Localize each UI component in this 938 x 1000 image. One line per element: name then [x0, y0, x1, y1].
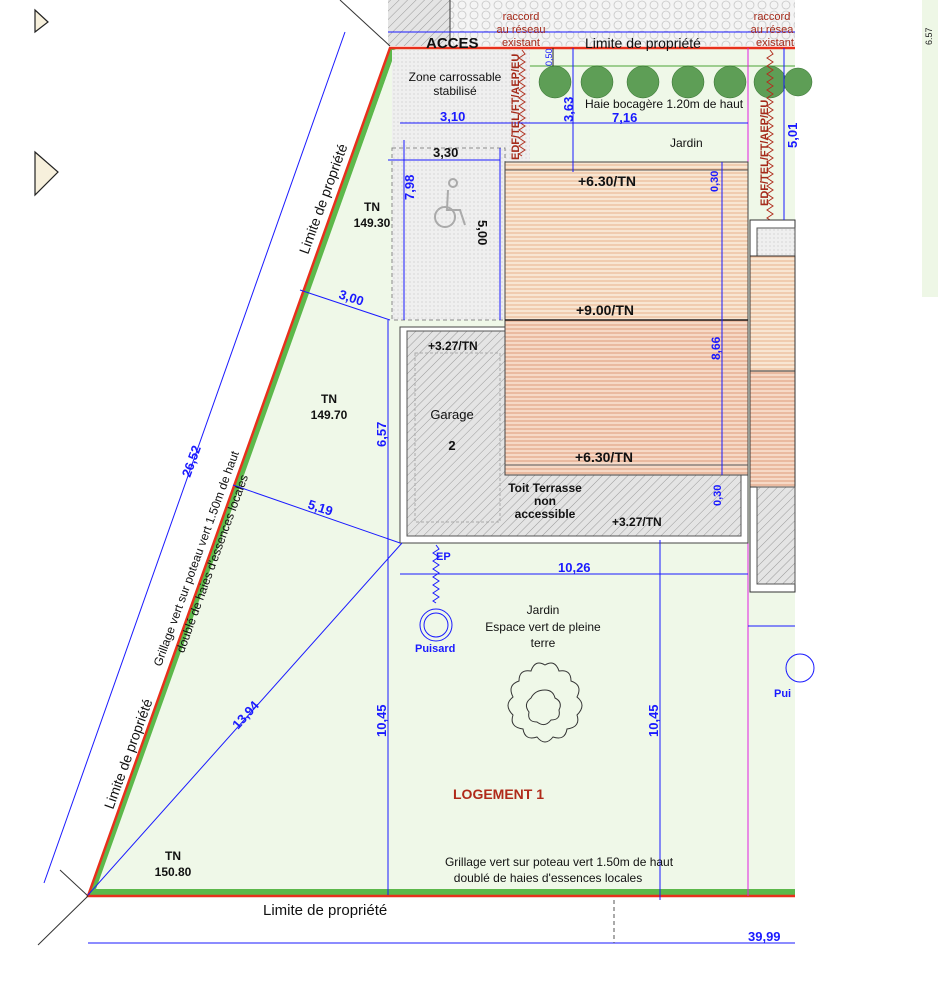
svg-text:150.80: 150.80: [155, 865, 192, 879]
svg-text:Toit Terrasse: Toit Terrasse: [508, 481, 582, 495]
wheelchair-icon: [434, 178, 466, 228]
garage: [414, 352, 501, 523]
svg-text:raccord: raccord: [754, 11, 791, 23]
puisard-icon: [419, 608, 453, 642]
svg-text:au réseau: au réseau: [497, 24, 546, 36]
svg-text:39,99: 39,99: [748, 929, 781, 944]
svg-text:Espace vert de pleine: Espace vert de pleine: [485, 620, 601, 634]
network-line: [518, 49, 526, 157]
tn-label: TN 149.30 TN 149.70 TN 150.80: [155, 200, 391, 879]
logement-label: LOGEMENT 1: [453, 786, 544, 802]
svg-text:5,19: 5,19: [306, 497, 335, 519]
svg-text:au résea: au résea: [751, 24, 795, 36]
svg-text:Zone carrossable: Zone carrossable: [409, 70, 502, 84]
page-chevron-icon[interactable]: [34, 8, 49, 34]
svg-text:Grillage vert sur poteau vert: Grillage vert sur poteau vert 1.50m de h…: [445, 855, 674, 869]
svg-text:0,30: 0,30: [709, 171, 721, 192]
ep-label: EP: [436, 551, 451, 563]
puisard-icon: [785, 653, 815, 683]
svg-text:10,26: 10,26: [558, 560, 591, 575]
svg-text:+9.00/TN: +9.00/TN: [576, 302, 634, 318]
svg-text:raccord: raccord: [503, 11, 540, 23]
svg-text:149.70: 149.70: [311, 408, 348, 422]
svg-text:7,16: 7,16: [612, 110, 637, 125]
dimension-lines: [43, 31, 795, 944]
level-labels: +6.30/TN +9.00/TN +6.30/TN +3.27/TN +3.2…: [428, 173, 662, 529]
property-limit-bottom: Limite de propriété: [263, 902, 387, 919]
access-label: ACCES: [426, 35, 479, 52]
svg-text:2: 2: [448, 438, 455, 453]
svg-text:Jardin: Jardin: [527, 603, 560, 617]
svg-text:10,45: 10,45: [646, 704, 661, 737]
svg-text:0,50: 0,50: [544, 48, 554, 66]
hedge-trees: [538, 65, 813, 99]
garage-label: Garage 2: [430, 407, 473, 453]
svg-text:+3.27/TN: +3.27/TN: [612, 515, 662, 529]
side-value: 6.57: [924, 27, 934, 45]
svg-text:3,63: 3,63: [561, 97, 576, 122]
jardin-top-label: Jardin: [670, 136, 703, 150]
svg-text:existant: existant: [502, 37, 540, 49]
parking-space: [391, 147, 506, 321]
tree-icon: [507, 662, 583, 743]
house-roof: [504, 161, 749, 321]
access-road: [388, 0, 795, 46]
svg-text:Garage: Garage: [430, 407, 473, 422]
svg-text:doublé de haies d'essences loc: doublé de haies d'essences locales: [454, 871, 642, 885]
network-label: EDF/TEL/FT/AEP/EU: [759, 100, 771, 206]
svg-text:accessible: accessible: [515, 507, 576, 521]
svg-text:5,01: 5,01: [785, 123, 800, 148]
svg-text:8,66: 8,66: [709, 336, 723, 360]
svg-text:3,10: 3,10: [440, 109, 465, 124]
svg-text:existant: existant: [756, 37, 794, 49]
svg-text:TN: TN: [321, 392, 337, 406]
svg-text:TN: TN: [364, 200, 380, 214]
network-label: EDF/TEL/FT/AEP/EU: [510, 54, 522, 160]
hedge-label: Haie bocagère 1.20m de haut: [585, 97, 744, 111]
svg-text:7,98: 7,98: [402, 175, 417, 200]
svg-text:3,30: 3,30: [433, 145, 458, 160]
svg-text:6,57: 6,57: [374, 422, 389, 447]
svg-text:3,00: 3,00: [337, 287, 366, 309]
svg-text:0,30: 0,30: [712, 485, 724, 506]
property-limit-top: Limite de propriété: [585, 35, 701, 51]
svg-text:5,00: 5,00: [475, 220, 490, 245]
svg-text:10,45: 10,45: [374, 704, 389, 737]
dimension-labels: 0,50 3,63 3,10 7,16 5,01 3,30 7,98 5,00 …: [179, 48, 800, 944]
svg-text:+6.30/TN: +6.30/TN: [575, 449, 633, 465]
puisard-label: Puisard: [415, 643, 455, 655]
svg-text:26,52: 26,52: [179, 443, 204, 479]
svg-text:terre: terre: [531, 636, 556, 650]
page-chevron-icon[interactable]: [34, 150, 59, 197]
svg-text:+3.27/TN: +3.27/TN: [428, 339, 478, 353]
fence-bottom-label: Grillage vert sur poteau vert 1.50m de h…: [445, 855, 674, 885]
svg-text:stabilisé: stabilisé: [433, 84, 477, 98]
puisard-label-right: Pui: [774, 688, 791, 700]
side-panel: [922, 0, 938, 297]
property-line: [86, 46, 795, 898]
driveway: [392, 50, 530, 162]
network-line: [766, 49, 774, 223]
svg-text:non: non: [534, 494, 556, 508]
svg-text:149.30: 149.30: [354, 216, 391, 230]
svg-text:TN: TN: [165, 849, 181, 863]
svg-text:+6.30/TN: +6.30/TN: [578, 173, 636, 189]
